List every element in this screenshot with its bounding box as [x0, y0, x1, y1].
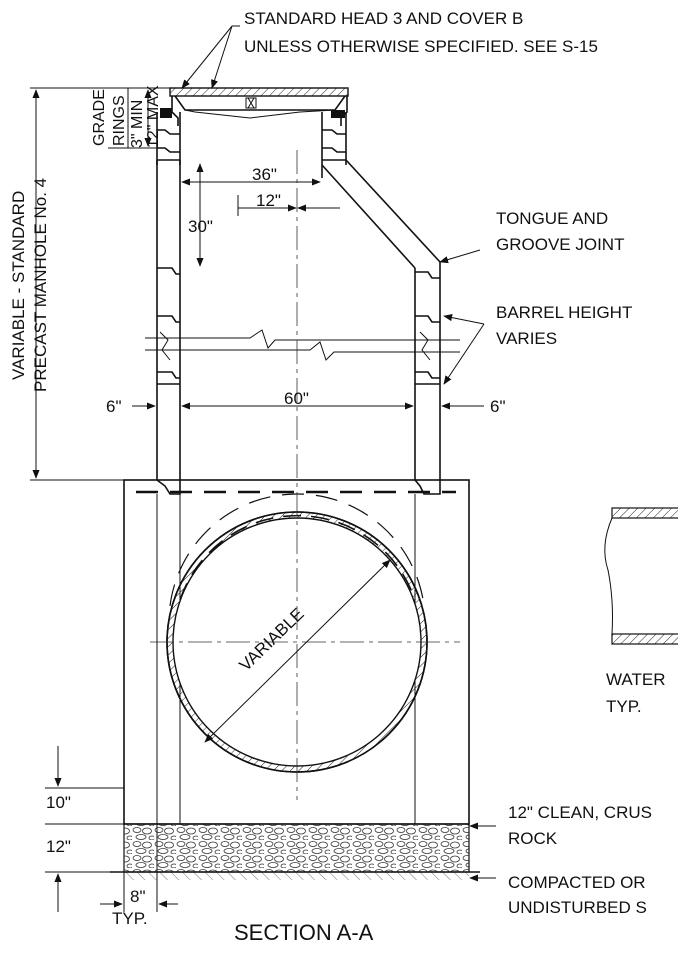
barrel-height-label-line1: BARREL HEIGHT: [496, 303, 632, 322]
dim-10-label: 10": [46, 793, 71, 812]
manhole-height-label-line2: PRECAST MANHOLE No. 4: [31, 178, 50, 392]
dimension-lines: [30, 87, 484, 912]
dim-36-label: 36": [252, 165, 277, 184]
head-cover-note-line1: STANDARD HEAD 3 AND COVER B: [244, 9, 523, 28]
grade-rings-min-label: 3" MIN: [129, 100, 146, 148]
dim-8-label: 8": [130, 887, 146, 906]
waterstop-label-line2: TYP.: [606, 697, 642, 716]
grade-rings: [156, 112, 347, 178]
head-cover-note-line2: UNLESS OTHERWISE SPECIFIED. SEE S-15: [244, 37, 598, 56]
crushed-rock-label-line1: 12" CLEAN, CRUS: [508, 803, 652, 822]
grade-rings-label-line1: GRADE: [91, 89, 108, 146]
section-title: SECTION A-A: [234, 920, 374, 945]
waterstop-detail: [604, 507, 678, 645]
grade-rings-max-label: 12" MAX: [145, 85, 162, 148]
dim-wall-left-label: 6": [106, 397, 122, 416]
leader-lines: [181, 25, 496, 882]
manhole-height-label-line1: VARIABLE - STANDARD: [9, 191, 28, 380]
dim-wall-right-label: 6": [490, 397, 506, 416]
dim-12-label: 12": [256, 191, 281, 210]
crushed-rock-label-line2: ROCK: [508, 829, 558, 848]
tongue-groove-label-line2: GROOVE JOINT: [496, 235, 624, 254]
eccentric-cone: [145, 159, 460, 480]
manhole-head-cover: [160, 87, 349, 126]
dim-30-label: 30": [188, 217, 213, 236]
bedding-layers: [110, 823, 480, 880]
dim-12b-label: 12": [46, 837, 71, 856]
dim-60-label: 60": [284, 389, 309, 408]
pipe-section: [150, 150, 460, 800]
soil-label-line2: UNDISTURBED S: [508, 898, 647, 917]
dim-typ-label: TYP.: [112, 909, 148, 928]
barrel-height-label-line2: VARIES: [496, 329, 557, 348]
soil-label-line1: COMPACTED OR: [508, 873, 646, 892]
tongue-groove-label-line1: TONGUE AND: [496, 209, 608, 228]
waterstop-label-line1: WATER: [606, 670, 666, 689]
grade-rings-label-line2: RINGS: [111, 95, 128, 146]
